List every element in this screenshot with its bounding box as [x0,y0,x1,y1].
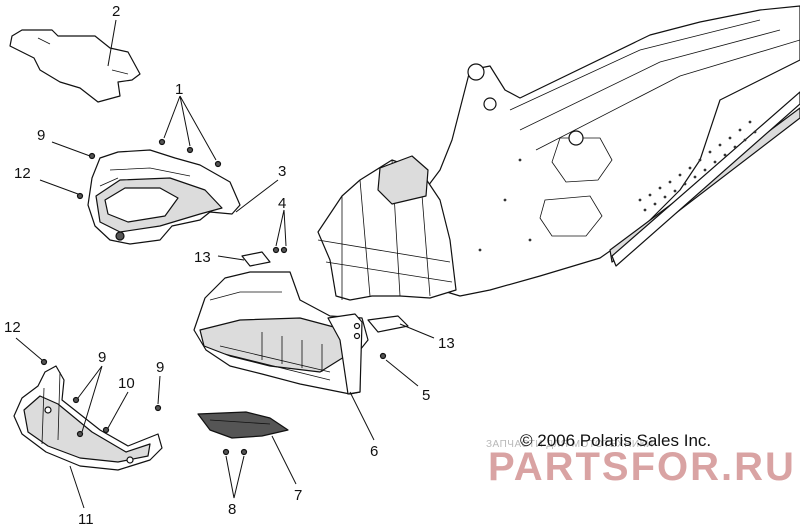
callout-12-upper: 12 [14,165,31,182]
callout-labels: 2 1 9 12 3 4 13 13 5 6 7 8 12 9 10 9 11 [4,3,455,528]
callout-4: 4 [278,195,286,212]
callout-9-upper: 9 [37,127,45,144]
part-11-bumper [13,365,163,471]
callout-6: 6 [370,443,378,460]
part-13-pad-upper [241,251,271,267]
callout-13-lower: 13 [438,335,455,352]
fasteners [40,138,387,456]
callout-13-upper: 13 [194,249,211,266]
leader-lines [15,19,435,509]
callout-7: 7 [294,487,302,504]
part-2-pad [9,29,141,103]
callout-12-lower: 12 [4,319,21,336]
part-7-trim-plate [197,411,289,439]
part-3-skid-plate [87,149,241,245]
part-6-bulkhead [193,271,369,395]
watermark-logo: PARTSFOR.RU [488,445,796,489]
copyright-notice: © 2006 Polaris Sales Inc. [520,431,711,450]
part-13-pad-lower [367,315,409,333]
callout-9-right: 9 [156,359,164,376]
callout-10: 10 [118,375,135,392]
callout-9-left: 9 [98,349,106,366]
callout-11: 11 [78,511,94,528]
callout-3: 3 [278,163,286,180]
callout-5: 5 [422,387,430,404]
chassis-frame [317,5,800,301]
callout-1: 1 [175,81,183,98]
callout-2: 2 [112,3,120,20]
callout-8: 8 [228,501,236,518]
watermark-subtitle: ЗАПЧАСТИ ДЛЯ МОТОТЕХНИКИ [486,439,654,450]
